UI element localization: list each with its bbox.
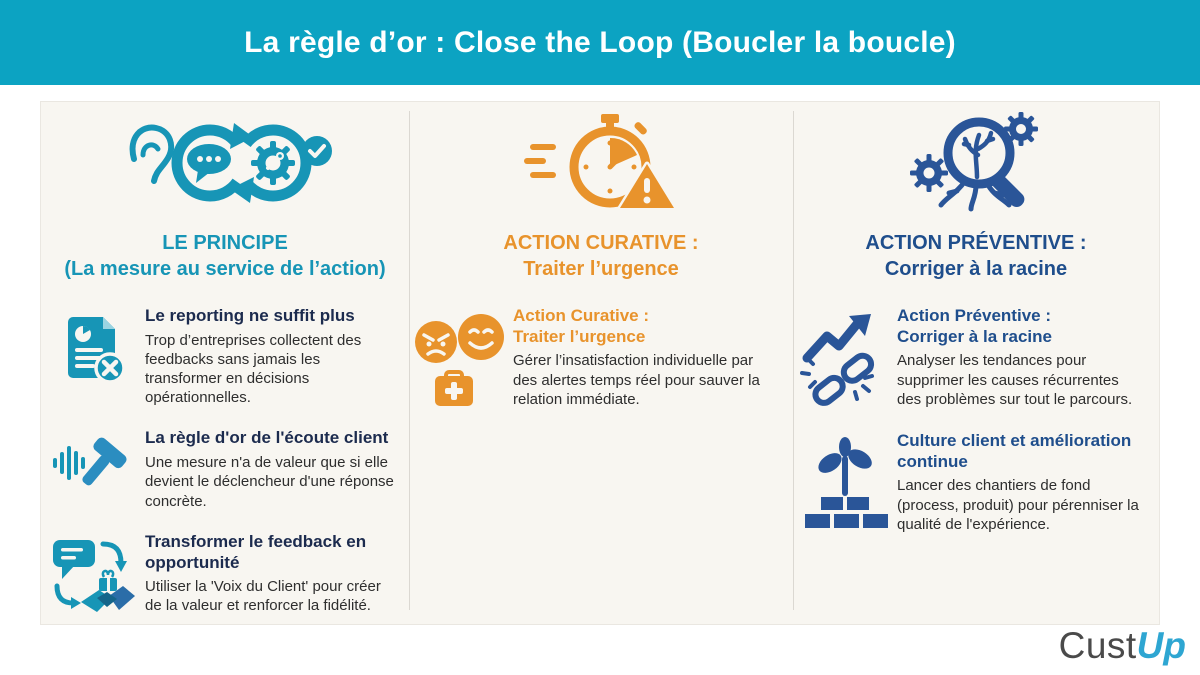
column-title-line2: Traiter l’urgence (523, 258, 679, 280)
list-item: Le reporting ne suffit plus Trop d’entre… (41, 306, 409, 407)
item-body: Analyser les tendances pour supprimer le… (897, 352, 1133, 408)
list-item: Action Préventive : Corriger à la racine… (793, 306, 1159, 410)
item-text: Action Curative : Traiter l’urgence Gére… (513, 306, 793, 414)
list-item: Transformer le feedback en opportunité U… (41, 532, 409, 620)
item-body: Utiliser la 'Voix du Client' pour créer … (145, 578, 381, 615)
column-principe: LE PRINCIPE (La mesure au service de l’a… (41, 102, 409, 624)
item-body: Gérer l’insatisfaction individuelle par … (513, 352, 760, 408)
soundwave-hammer-icon (41, 428, 145, 510)
curative-items: Action Curative : Traiter l’urgence Gére… (409, 306, 793, 414)
stopwatch-alert-icon (409, 112, 793, 214)
list-item: La règle d'or de l'écoute client Une mes… (41, 428, 409, 510)
faces-firstaid-icon (409, 306, 513, 414)
principe-items: Le reporting ne suffit plus Trop d’entre… (41, 306, 409, 620)
item-title: La règle d'or de l'écoute client (145, 428, 389, 448)
item-body: Lancer des chantiers de fond (process, p… (897, 477, 1139, 533)
column-title-curative: ACTION CURATIVE : Traiter l’urgence (409, 230, 793, 282)
item-text: Culture client et amélioration continue … (897, 431, 1159, 534)
custup-logo: CustUp (1059, 625, 1186, 667)
column-curative: ACTION CURATIVE : Traiter l’urgence (409, 102, 793, 624)
item-title: Le reporting ne suffit plus (145, 306, 355, 325)
header-band: La règle d’or : Close the Loop (Boucler … (0, 0, 1200, 85)
column-title-preventive: ACTION PRÉVENTIVE : Corriger à la racine (793, 230, 1159, 282)
item-text: Action Préventive : Corriger à la racine… (897, 306, 1159, 410)
list-item: Action Curative : Traiter l’urgence Gére… (409, 306, 793, 414)
item-text: Le reporting ne suffit plus Trop d’entre… (145, 306, 409, 407)
item-body: Une mesure n'a de valeur que si elle dev… (145, 454, 394, 510)
column-title-line1: ACTION CURATIVE : (503, 232, 699, 254)
logo-text-cust: Cust (1058, 625, 1137, 666)
column-title-line1: ACTION PRÉVENTIVE : (865, 232, 1087, 254)
preventive-items: Action Préventive : Corriger à la racine… (793, 306, 1159, 534)
column-title-line1: LE PRINCIPE (162, 232, 288, 254)
column-divider (793, 111, 794, 610)
growth-bricks-icon (793, 431, 897, 534)
column-preventive: ACTION PRÉVENTIVE : Corriger à la racine (793, 102, 1159, 624)
item-body: Trop d’entreprises collectent des feedba… (145, 331, 362, 407)
listen-act-loop-icon (41, 112, 409, 214)
list-item: Culture client et amélioration continue … (793, 431, 1159, 534)
root-cause-magnifier-icon (793, 112, 1159, 214)
column-title-line2: (La mesure au service de l’action) (64, 258, 386, 280)
report-document-x-icon (41, 306, 145, 407)
feedback-handshake-icon (41, 532, 145, 620)
item-text: La règle d'or de l'écoute client Une mes… (145, 428, 409, 510)
column-title-principe: LE PRINCIPE (La mesure au service de l’a… (41, 230, 409, 282)
logo-text-up: Up (1136, 625, 1186, 666)
column-divider (409, 111, 410, 610)
item-title: Action Curative : Traiter l’urgence (513, 306, 650, 346)
item-title: Culture client et amélioration continue (897, 431, 1132, 471)
trend-broken-chain-icon (793, 306, 897, 410)
item-text: Transformer le feedback en opportunité U… (145, 532, 409, 620)
content-panel: LE PRINCIPE (La mesure au service de l’a… (40, 101, 1160, 625)
item-title: Action Préventive : Corriger à la racine (897, 306, 1052, 346)
column-title-line2: Corriger à la racine (884, 258, 1068, 280)
item-title: Transformer le feedback en opportunité (145, 531, 367, 572)
page-title: La règle d’or : Close the Loop (Boucler … (244, 25, 956, 59)
